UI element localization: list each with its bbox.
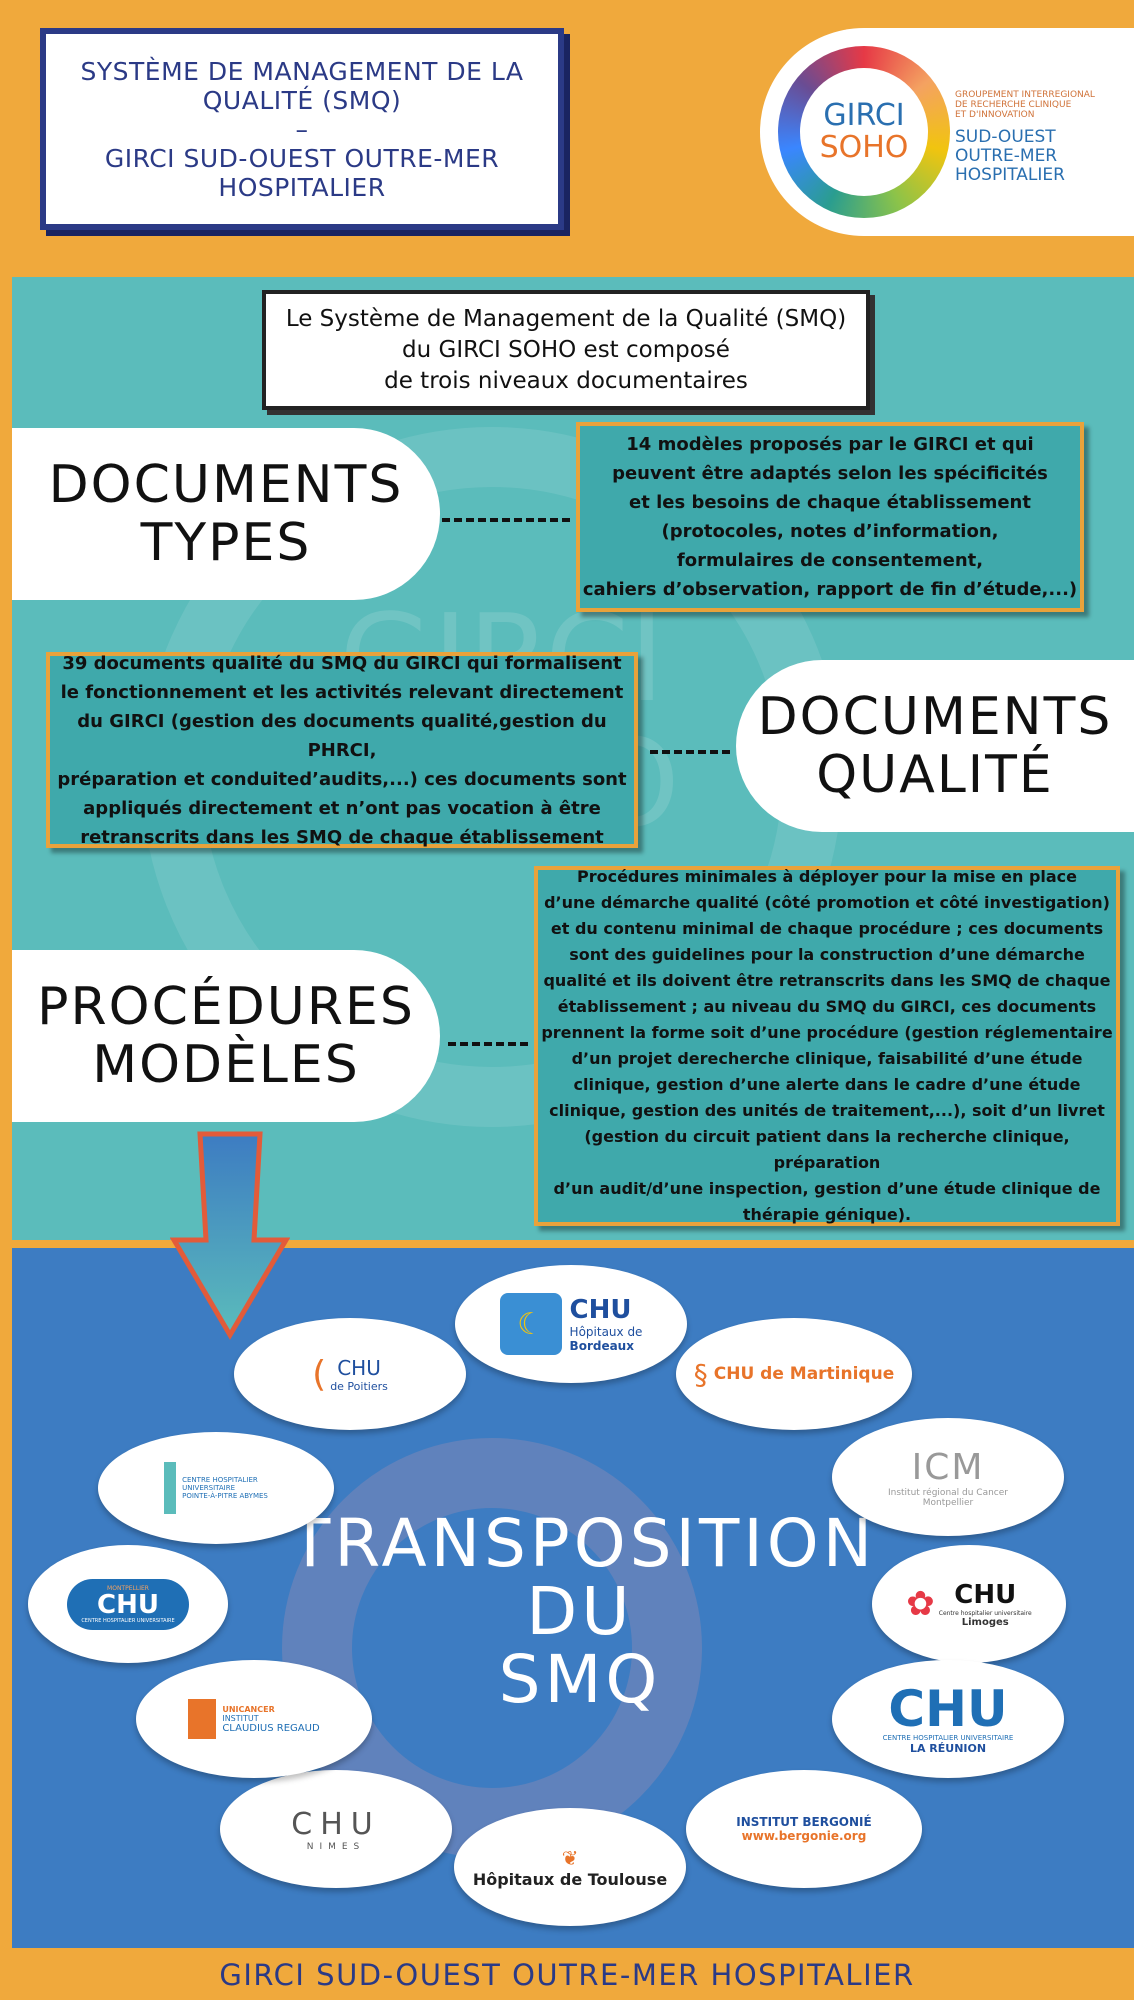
- connector-line: [650, 750, 730, 754]
- documents-qualite-description: 39 documents qualité du SMQ du GIRCI qui…: [46, 652, 638, 848]
- down-arrow-icon: [170, 1131, 290, 1340]
- logo-icm: ICM Institut régional du Cancer Montpell…: [832, 1418, 1064, 1536]
- procedures-modeles-title: PROCÉDURES MODÈLES: [12, 950, 440, 1122]
- pillar-icon: [164, 1462, 177, 1514]
- title-line: –: [295, 114, 309, 144]
- title-line: HOSPITALIER: [218, 172, 386, 202]
- logo-text-soho: SOHO: [819, 130, 909, 165]
- page-title-box: SYSTÈME DE MANAGEMENT DE LA QUALITÉ (SMQ…: [40, 28, 564, 230]
- logo-chu-martinique: § CHU de Martinique: [676, 1318, 912, 1430]
- hand-moon-icon: ☾: [499, 1293, 562, 1355]
- flower-icon: ✿: [906, 1584, 935, 1624]
- logo-chu-limoges: ✿ CHU Centre hospitalier universitaire L…: [872, 1545, 1066, 1663]
- transposition-title: TRANSPOSITION DU SMQ: [290, 1505, 877, 1718]
- connector-line: [442, 518, 570, 522]
- logo-chu-pointe-a-pitre: CENTRE HOSPITALIER UNIVERSITAIRE POINTE-…: [98, 1432, 334, 1544]
- logo-text-girci: GIRCI: [823, 98, 905, 133]
- girci-logo: GIRCI SOHO GROUPEMENT INTERREGIONAL DE R…: [760, 28, 1134, 236]
- footer: GIRCI SUD-OUEST OUTRE-MER HOSPITALIER: [0, 1950, 1134, 2000]
- logo-chu-poitiers: ( CHU de Poitiers: [234, 1318, 466, 1430]
- logo-institut-bergonie: INSTITUT BERGONIÉ www.bergonie.org: [686, 1770, 922, 1888]
- logo-chu-bordeaux: ☾ CHU Hôpitaux de Bordeaux: [455, 1265, 687, 1383]
- logo-institut-claudius-regaud: UNICANCER INSTITUT CLAUDIUS REGAUD: [136, 1660, 372, 1778]
- documents-types-title: DOCUMENTS TYPES: [12, 428, 440, 600]
- unicancer-block-icon: [188, 1699, 217, 1739]
- logo-region: SUD-OUEST OUTRE-MER HOSPITALIER: [955, 127, 1065, 185]
- intro-box: Le Système de Management de la Qualité (…: [262, 290, 870, 410]
- procedures-modeles-description: Procédures minimales à déployer pour la …: [534, 866, 1120, 1226]
- logo-subtitle: GROUPEMENT INTERREGIONAL DE RECHERCHE CL…: [955, 90, 1095, 120]
- logo-chu-montpellier: MONTPELLIER CHU CENTRE HOSPITALIER UNIVE…: [28, 1545, 228, 1663]
- title-line: QUALITÉ (SMQ): [202, 85, 402, 115]
- crescent-icon: (: [312, 1353, 327, 1395]
- connector-line: [448, 1042, 528, 1046]
- logo-ring-icon: GIRCI SOHO: [778, 46, 950, 218]
- logo-chu-la-reunion: CHU CENTRE HOSPITALIER UNIVERSITAIRE LA …: [832, 1660, 1064, 1778]
- logo-chu-nimes: CHU NIMES: [220, 1770, 452, 1888]
- title-line: GIRCI SUD-OUEST OUTRE-MER: [104, 143, 500, 173]
- documents-types-description: 14 modèles proposés par le GIRCI et qui …: [576, 422, 1084, 612]
- swirl-icon: §: [693, 1357, 708, 1391]
- shell-icon: ❦: [561, 1845, 579, 1870]
- title-line: SYSTÈME DE MANAGEMENT DE LA: [80, 56, 524, 86]
- documents-qualite-title: DOCUMENTS QUALITÉ: [736, 660, 1134, 832]
- logo-hopitaux-toulouse: ❦ Hôpitaux de Toulouse: [454, 1808, 686, 1926]
